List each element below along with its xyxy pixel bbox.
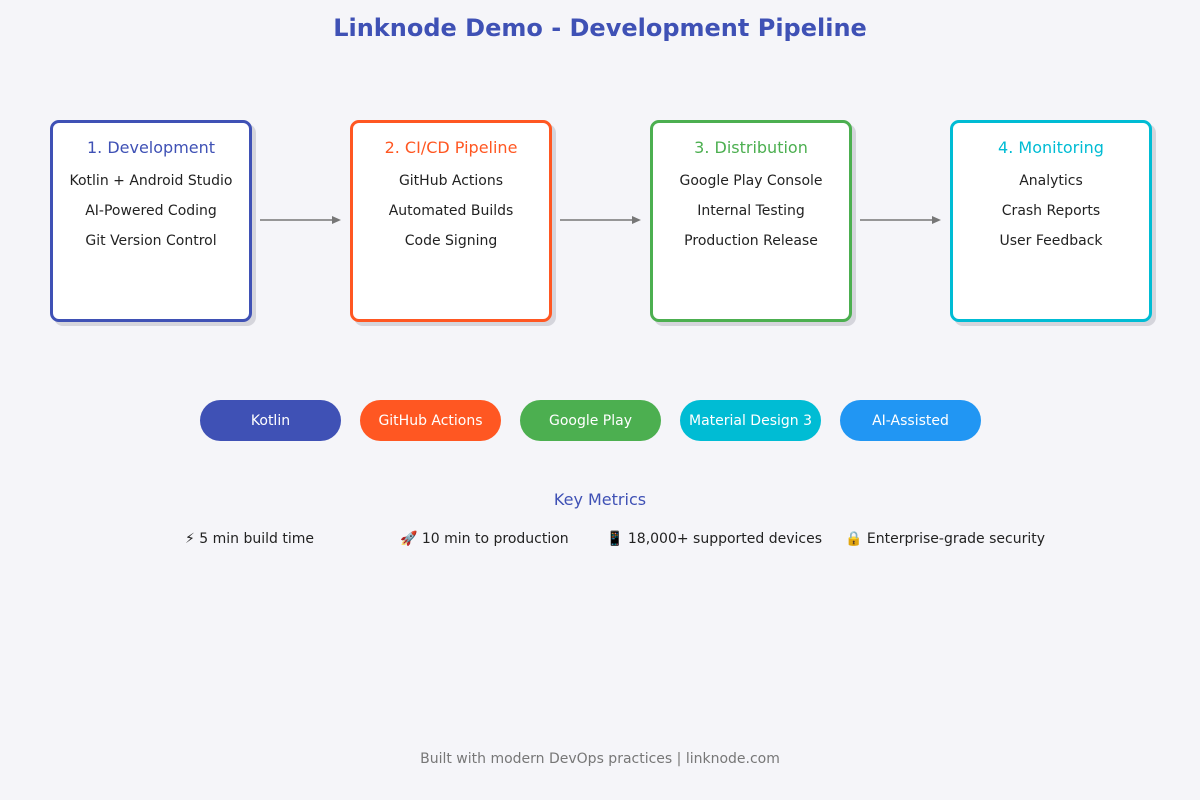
- arrow-right-icon: [860, 216, 941, 224]
- stage-item: GitHub Actions: [398, 173, 504, 189]
- stage-item: Git Version Control: [85, 233, 217, 249]
- stage-title: 1. Development: [86, 138, 216, 157]
- stage-title: 4. Monitoring: [998, 138, 1104, 157]
- stage-title: 3. Distribution: [694, 138, 808, 157]
- arrow-right-icon: [260, 216, 341, 224]
- stage-item: Analytics: [1019, 173, 1083, 189]
- metric-security: 🔒 Enterprise-grade security: [845, 531, 1046, 547]
- arrow-right-icon: [560, 216, 641, 224]
- stage-item: Automated Builds: [388, 203, 514, 219]
- metrics-heading: Key Metrics: [553, 490, 647, 509]
- tech-badge-material-design: Material Design 3: [680, 400, 821, 441]
- stage-card-distribution: 3. Distribution Google Play Console Inte…: [650, 120, 852, 322]
- page-title: Linknode Demo - Development Pipeline: [333, 14, 867, 42]
- stage-item: Crash Reports: [1001, 203, 1101, 219]
- stage-item: User Feedback: [999, 233, 1103, 249]
- stage-item: Google Play Console: [679, 173, 823, 189]
- stage-card-cicd: 2. CI/CD Pipeline GitHub Actions Automat…: [350, 120, 552, 322]
- stage-card-monitoring: 4. Monitoring Analytics Crash Reports Us…: [950, 120, 1152, 322]
- tech-badge-ai-assisted: AI-Assisted: [840, 400, 981, 441]
- stage-item: Code Signing: [404, 233, 498, 249]
- stage-title: 2. CI/CD Pipeline: [384, 138, 518, 157]
- metric-time-to-production: 🚀 10 min to production: [400, 531, 569, 547]
- stage-item: Internal Testing: [697, 203, 805, 219]
- metric-supported-devices: 📱 18,000+ supported devices: [606, 531, 823, 547]
- stage-card-development: 1. Development Kotlin + Android Studio A…: [50, 120, 252, 322]
- footer-text: Built with modern DevOps practices | lin…: [420, 751, 780, 767]
- tech-badge-kotlin: Kotlin: [200, 400, 341, 441]
- tech-badge-github-actions: GitHub Actions: [360, 400, 501, 441]
- stage-item: AI-Powered Coding: [85, 203, 217, 219]
- stage-item: Kotlin + Android Studio: [69, 173, 233, 189]
- tech-badge-google-play: Google Play: [520, 400, 661, 441]
- stage-item: Production Release: [684, 233, 818, 249]
- metric-build-time: ⚡ 5 min build time: [185, 531, 314, 547]
